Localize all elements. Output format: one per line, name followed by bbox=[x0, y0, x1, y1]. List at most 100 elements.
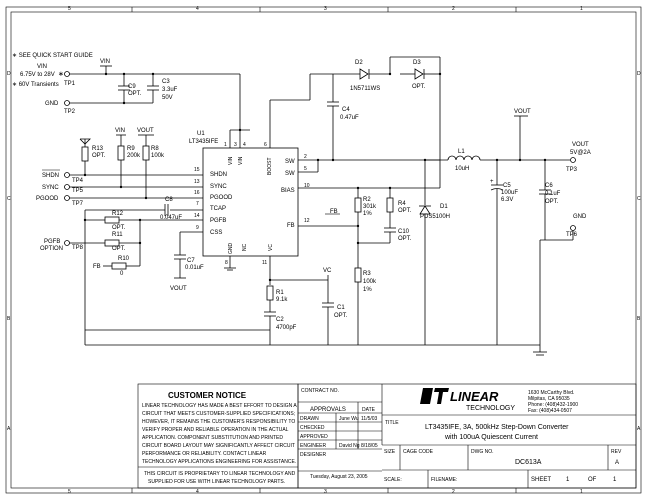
svg-text:100uF: 100uF bbox=[501, 190, 518, 196]
svg-text:9.1k: 9.1k bbox=[276, 297, 288, 303]
svg-text:SCALE:: SCALE: bbox=[384, 477, 402, 483]
svg-text:0.47uF: 0.47uF bbox=[340, 115, 359, 121]
note-quick-start: ∗ SEE QUICK START GUIDE bbox=[12, 53, 93, 59]
svg-text:B: B bbox=[7, 316, 11, 322]
svg-text:D: D bbox=[7, 71, 11, 77]
svg-text:C7: C7 bbox=[187, 258, 195, 264]
tp8-pad[interactable] bbox=[64, 240, 70, 246]
svg-text:2: 2 bbox=[452, 6, 455, 12]
svg-text:D1: D1 bbox=[440, 204, 448, 210]
svg-text:TP4: TP4 bbox=[72, 178, 84, 184]
svg-text:APPROVED: APPROVED bbox=[300, 434, 328, 440]
svg-text:5: 5 bbox=[68, 489, 71, 495]
svg-text:SHDN: SHDN bbox=[42, 173, 59, 179]
svg-text:0: 0 bbox=[120, 271, 124, 277]
drawing-title: LT3435IFE, 3A, 500kHz Step-Down Converte… bbox=[425, 424, 569, 431]
tp2-pad[interactable] bbox=[64, 100, 70, 106]
svg-text:OF: OF bbox=[588, 477, 597, 483]
svg-text:11: 11 bbox=[262, 260, 267, 266]
svg-text:L1: L1 bbox=[458, 149, 465, 155]
svg-text:R4: R4 bbox=[398, 201, 406, 207]
title-block: CONTRACT NO. APPROVALS DATE DRAWN June W… bbox=[297, 383, 637, 489]
tp1-pad[interactable] bbox=[64, 71, 70, 77]
svg-text:TECHNOLOGY APPLICATIONS ENGINE: TECHNOLOGY APPLICATIONS ENGINEERING FOR … bbox=[142, 459, 296, 465]
customer-notice-text: LINEAR TECHNOLOGY HAS MADE A BEST EFFORT… bbox=[138, 403, 298, 485]
svg-text:BIAS: BIAS bbox=[281, 188, 295, 194]
sheet-info: SIZE CAGE CODE DWG NO. DC613A REV A SCAL… bbox=[382, 444, 636, 488]
svg-text:C2: C2 bbox=[276, 317, 284, 323]
svg-text:VIN: VIN bbox=[100, 59, 110, 65]
svg-text:DATE: DATE bbox=[362, 407, 376, 413]
svg-text:C: C bbox=[7, 196, 11, 202]
svg-text:SHEET: SHEET bbox=[531, 477, 551, 483]
svg-text:DESIGNER: DESIGNER bbox=[300, 452, 327, 458]
svg-text:+: + bbox=[490, 179, 494, 185]
tp6-pad[interactable] bbox=[570, 225, 576, 231]
svg-text:SW: SW bbox=[285, 159, 295, 165]
svg-text:OPT.: OPT. bbox=[128, 91, 142, 97]
svg-text:VIN: VIN bbox=[238, 156, 244, 165]
svg-text:100k: 100k bbox=[363, 279, 377, 285]
svg-text:THIS CIRCUIT IS PROPRIETARY TO: THIS CIRCUIT IS PROPRIETARY TO LINEAR TE… bbox=[144, 471, 296, 477]
svg-text:1: 1 bbox=[580, 489, 583, 495]
svg-text:TP7: TP7 bbox=[72, 201, 84, 207]
svg-text:2: 2 bbox=[304, 154, 307, 160]
svg-text:VC: VC bbox=[323, 268, 332, 274]
svg-text:C9: C9 bbox=[128, 84, 136, 90]
svg-text:50V: 50V bbox=[162, 95, 173, 101]
svg-text:FB: FB bbox=[330, 209, 338, 215]
svg-text:C6: C6 bbox=[545, 183, 553, 189]
svg-text:R11: R11 bbox=[112, 232, 123, 238]
svg-text:C4: C4 bbox=[342, 107, 350, 113]
svg-text:FB: FB bbox=[287, 223, 295, 229]
svg-text:1: 1 bbox=[566, 477, 570, 483]
svg-text:REV: REV bbox=[611, 449, 622, 455]
svg-text:6: 6 bbox=[264, 142, 267, 148]
svg-text:FILENAME:: FILENAME: bbox=[431, 477, 457, 483]
svg-text:11/5/03: 11/5/03 bbox=[361, 416, 378, 422]
svg-text:6.3V: 6.3V bbox=[501, 197, 513, 203]
svg-text:3: 3 bbox=[324, 489, 327, 495]
svg-text:5V@2A: 5V@2A bbox=[570, 150, 591, 156]
ic-left-pins: SHDN SYNC PGOOD TCAP PGFB CSS 15 13 16 7… bbox=[194, 167, 233, 236]
svg-text:OPT.: OPT. bbox=[398, 236, 412, 242]
svg-text:1N5711WS: 1N5711WS bbox=[350, 86, 380, 92]
ic-right-pins: SW SW BIAS FB 2 5 10 12 bbox=[281, 154, 310, 229]
tp7-pad[interactable] bbox=[64, 195, 70, 201]
tp4-pad[interactable] bbox=[64, 172, 70, 178]
vin-label: VIN bbox=[37, 64, 47, 70]
svg-text:A: A bbox=[615, 460, 619, 466]
svg-text:3: 3 bbox=[324, 6, 327, 12]
d1-diode bbox=[419, 205, 431, 215]
svg-text:∗: ∗ bbox=[58, 71, 64, 78]
svg-text:OPTION: OPTION bbox=[40, 246, 63, 252]
svg-text:3.3uF: 3.3uF bbox=[162, 87, 178, 93]
svg-text:C1: C1 bbox=[337, 305, 345, 311]
svg-text:PGOOD: PGOOD bbox=[36, 196, 59, 202]
svg-text:D: D bbox=[637, 71, 641, 77]
svg-text:Fax: (408)434-0507: Fax: (408)434-0507 bbox=[528, 408, 572, 414]
svg-text:SYNC: SYNC bbox=[42, 185, 59, 191]
svg-text:D2: D2 bbox=[355, 60, 363, 66]
svg-text:GND: GND bbox=[228, 243, 234, 255]
svg-text:FB: FB bbox=[93, 264, 101, 270]
vin-range: 6.75V to 28V bbox=[20, 72, 55, 78]
svg-text:OPT.: OPT. bbox=[334, 313, 348, 319]
svg-text:C10: C10 bbox=[398, 229, 410, 235]
svg-text:CONTRACT NO.: CONTRACT NO. bbox=[301, 388, 339, 394]
svg-text:A: A bbox=[637, 426, 641, 432]
svg-text:VOUT: VOUT bbox=[514, 109, 531, 115]
svg-text:4: 4 bbox=[196, 6, 199, 12]
tp5-pad[interactable] bbox=[64, 184, 70, 190]
svg-text:13: 13 bbox=[194, 179, 200, 185]
svg-text:1630 McCarthy Blvd.: 1630 McCarthy Blvd. bbox=[528, 390, 574, 396]
svg-text:TP6: TP6 bbox=[566, 232, 578, 238]
svg-text:OPT.: OPT. bbox=[112, 246, 126, 252]
tp3-pad[interactable] bbox=[570, 157, 576, 163]
svg-text:DC613A: DC613A bbox=[515, 459, 542, 466]
svg-text:PGOOD: PGOOD bbox=[210, 195, 233, 201]
svg-text:4: 4 bbox=[243, 142, 246, 148]
svg-text:LT3435IFE: LT3435IFE bbox=[189, 139, 218, 145]
svg-text:APPLICATION. COMPONENT SUBSTI: APPLICATION. COMPONENT SUBSTITUTION AND … bbox=[142, 435, 283, 441]
